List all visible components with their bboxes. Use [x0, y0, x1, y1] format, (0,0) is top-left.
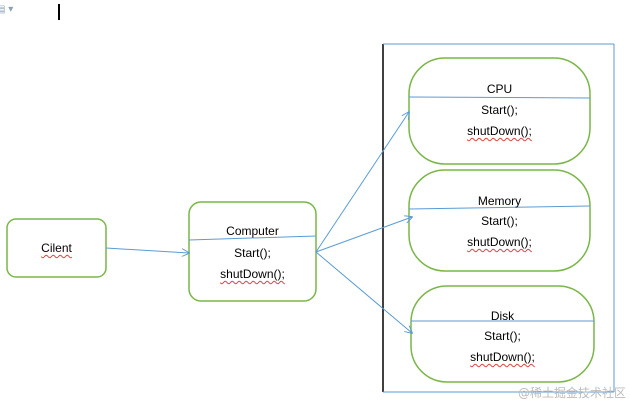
cpu-divider	[408, 96, 591, 99]
disk-shutdown-method: shutDown();	[470, 350, 535, 364]
arrow-client-to-computer	[105, 247, 189, 253]
cpu-label: CPU	[486, 82, 513, 96]
arrow-computer-to-cpu	[315, 112, 409, 253]
cpu-start-method: Start();	[481, 103, 518, 117]
arrow-computer-to-memory	[315, 217, 412, 253]
computer-shutdown-method: shutDown();	[220, 267, 285, 281]
memory-divider	[408, 205, 591, 210]
watermark-text: @稀土掘金技术社区	[517, 386, 626, 400]
memory-shutdown-method: shutDown();	[467, 235, 532, 249]
computer-divider	[188, 235, 317, 241]
client-label: Cilent	[41, 241, 72, 255]
document-dropdown-icon[interactable]: ▤ ▾	[0, 4, 14, 15]
computer-start-method: Start();	[234, 246, 271, 260]
memory-label: Memory	[477, 194, 522, 208]
text-cursor	[58, 4, 60, 20]
cpu-shutdown-method: shutDown();	[467, 124, 532, 138]
arrow-computer-to-disk	[315, 251, 412, 333]
computer-label: Computer	[226, 224, 279, 238]
disk-start-method: Start();	[484, 329, 521, 343]
memory-start-method: Start();	[481, 214, 518, 228]
disk-label: Disk	[490, 309, 515, 323]
